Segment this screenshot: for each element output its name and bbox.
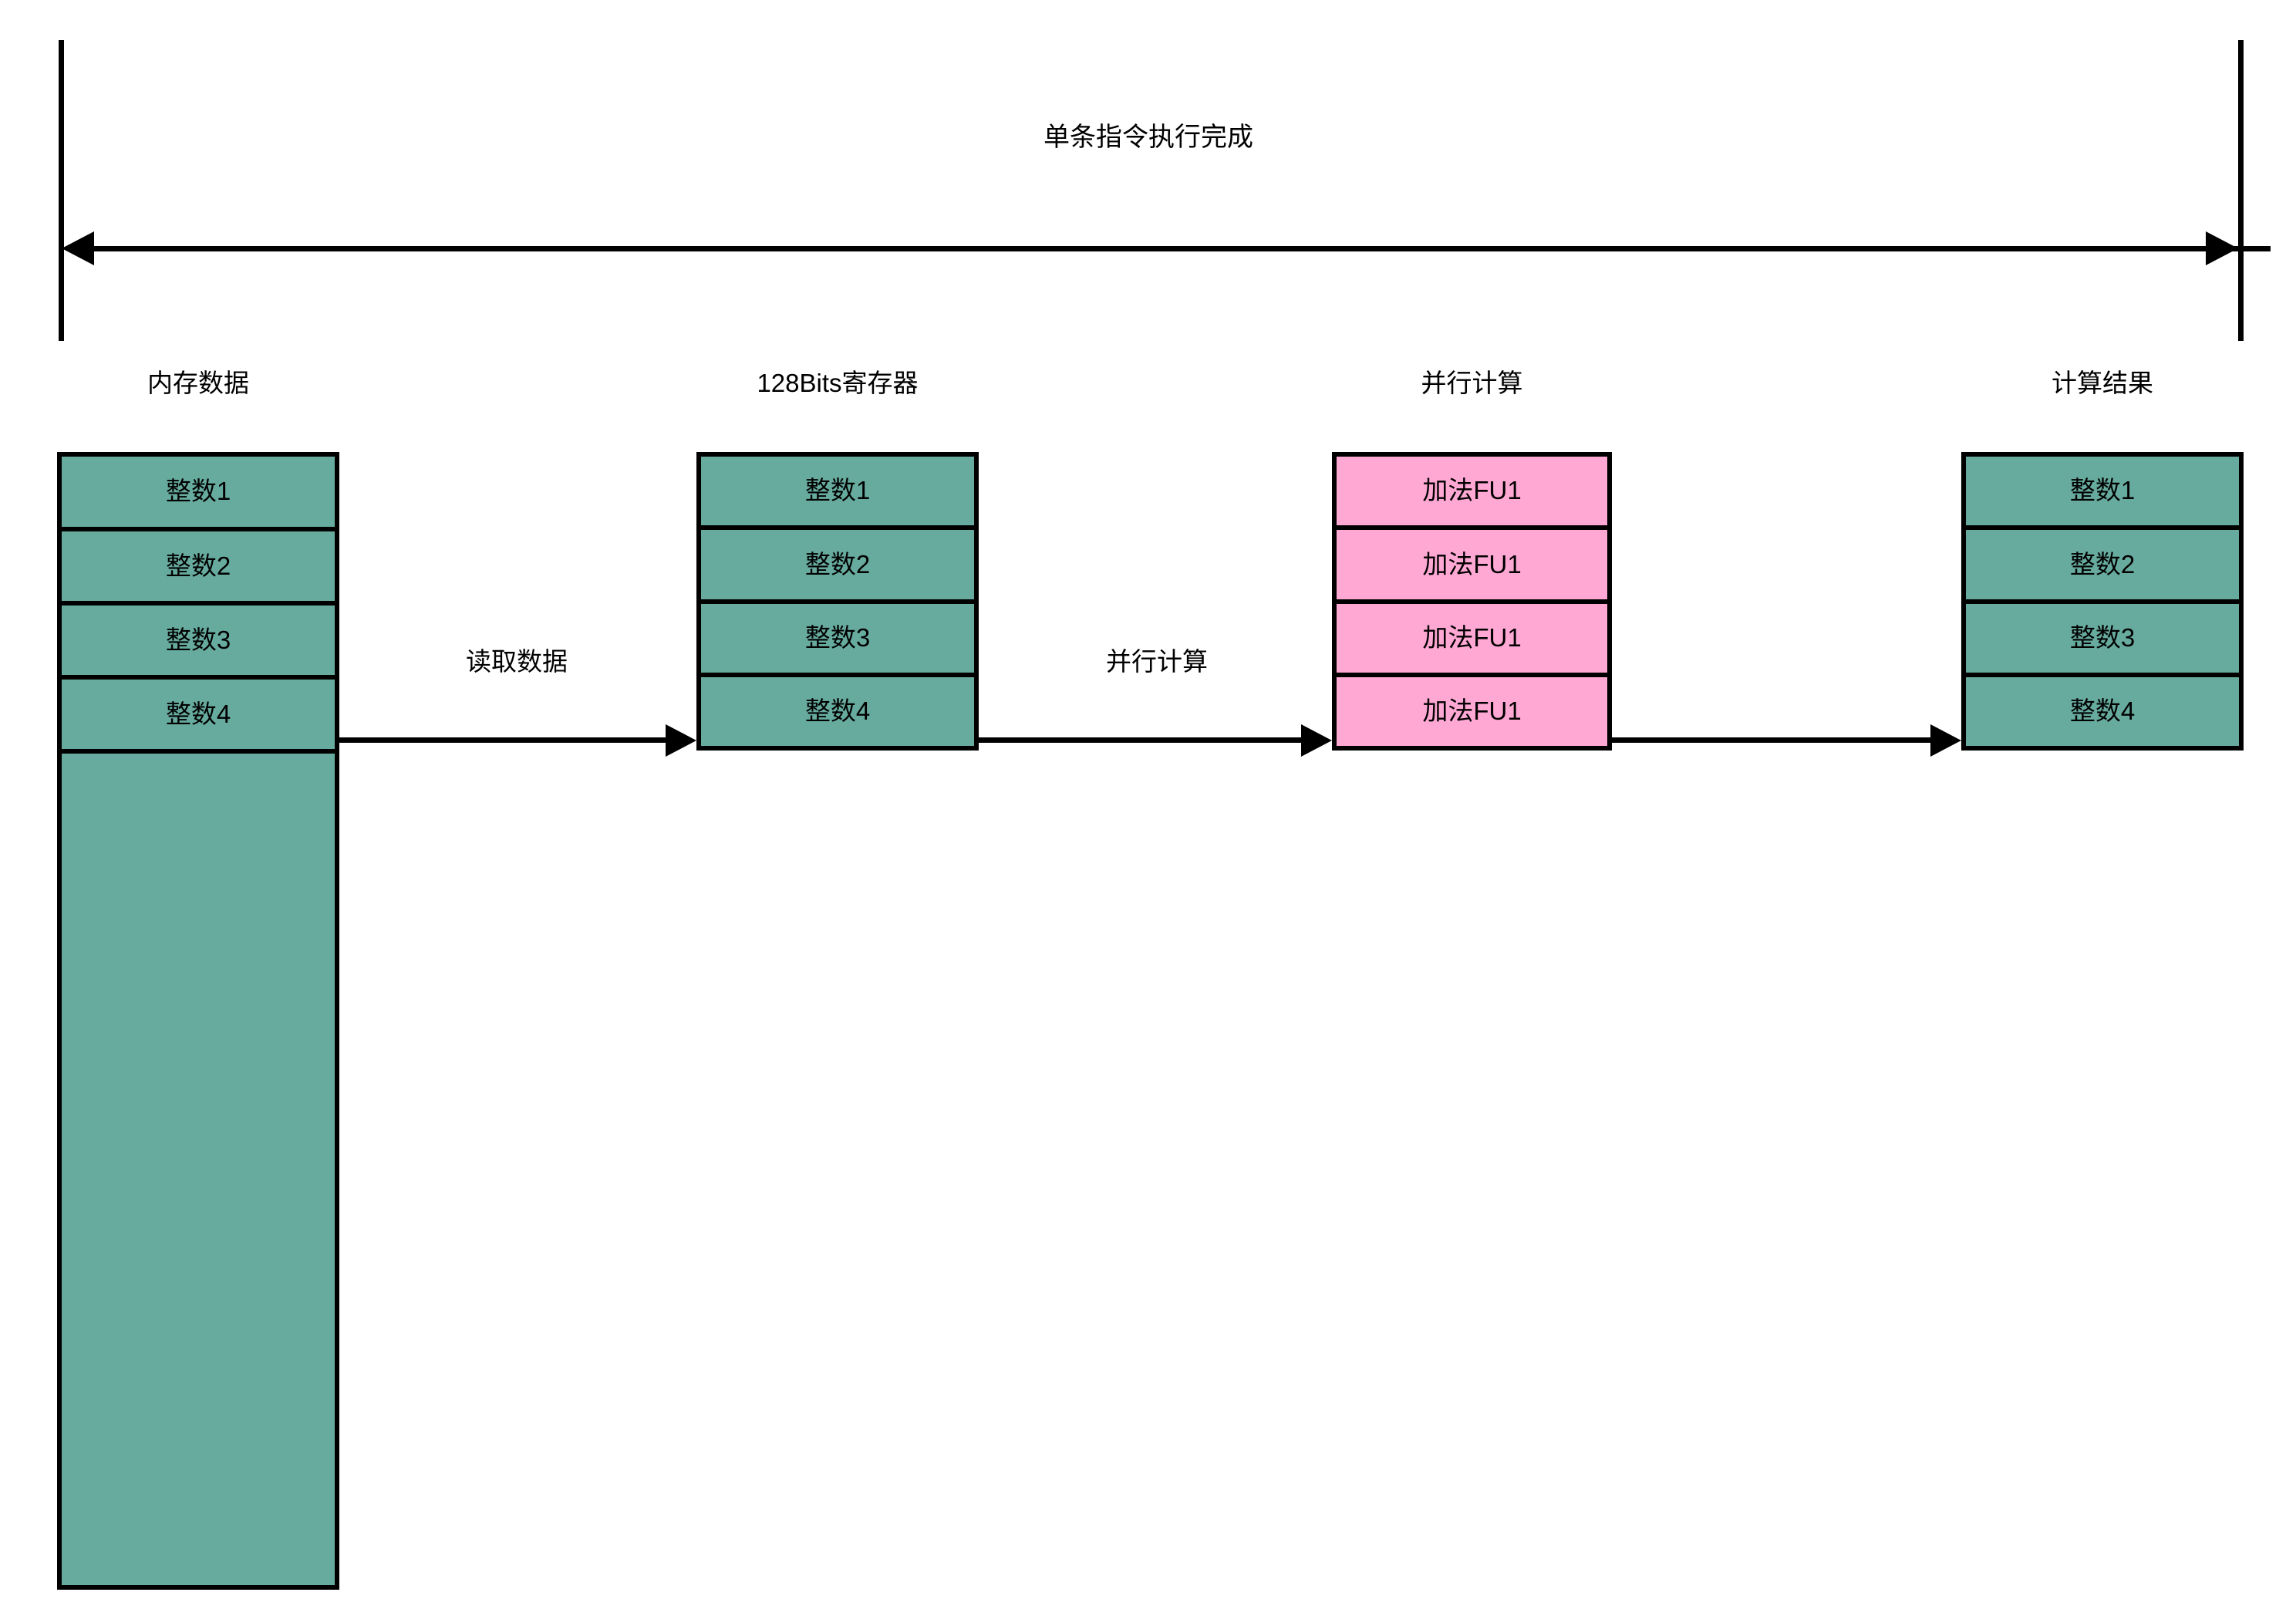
cell-memory-4[interactable]: 整数4 [62, 680, 335, 754]
cell-register-1[interactable]: 整数1 [701, 457, 974, 531]
flow-line-parallel-compute [979, 737, 1303, 743]
cell-fu-3[interactable]: 加法FU1 [1337, 603, 1607, 677]
timeline-left-arrowhead [62, 231, 94, 265]
stack-register-128bits: 整数1 整数2 整数3 整数4 [696, 452, 979, 751]
flow-arrowhead-parallel-compute [1301, 724, 1332, 757]
flow-line-result [1612, 737, 1932, 743]
cell-result-2[interactable]: 整数2 [1966, 530, 2239, 604]
cell-result-3[interactable]: 整数3 [1966, 603, 2239, 677]
flow-label-read-data: 读取数据 [466, 647, 568, 676]
flow-arrowhead-result [1930, 724, 1961, 757]
cell-result-4[interactable]: 整数4 [1966, 676, 2239, 746]
timeline-title: 单条指令执行完成 [1043, 123, 1253, 152]
timeline-right-post [2238, 40, 2244, 341]
timeline-span-line [91, 246, 2271, 251]
cell-register-3[interactable]: 整数3 [701, 603, 974, 677]
cell-result-1[interactable]: 整数1 [1966, 457, 2239, 531]
cell-fu-4[interactable]: 加法FU1 [1337, 676, 1607, 746]
flow-label-parallel-compute: 并行计算 [1106, 647, 1208, 676]
timeline-left-post [59, 40, 64, 341]
flow-line-read-data [339, 737, 667, 743]
cell-fu-2[interactable]: 加法FU1 [1337, 530, 1607, 604]
column-header-parallel-compute: 并行计算 [1421, 369, 1523, 397]
cell-memory-empty[interactable] [62, 754, 335, 1585]
timeline-right-arrowhead [2206, 231, 2238, 265]
column-header-compute-result: 计算结果 [2052, 369, 2153, 397]
column-header-register-128bits: 128Bits寄存器 [757, 369, 919, 397]
cell-register-2[interactable]: 整数2 [701, 530, 974, 604]
cell-fu-1[interactable]: 加法FU1 [1337, 457, 1607, 531]
flow-arrowhead-read-data [666, 724, 696, 757]
cell-memory-2[interactable]: 整数2 [62, 531, 335, 605]
cell-register-4[interactable]: 整数4 [701, 676, 974, 746]
stack-memory-data: 整数1 整数2 整数3 整数4 [57, 452, 339, 1590]
column-header-memory-data: 内存数据 [147, 369, 249, 397]
stack-compute-result: 整数1 整数2 整数3 整数4 [1961, 452, 2244, 751]
cell-memory-1[interactable]: 整数1 [62, 457, 335, 531]
cell-memory-3[interactable]: 整数3 [62, 605, 335, 680]
stack-parallel-compute: 加法FU1 加法FU1 加法FU1 加法FU1 [1332, 452, 1612, 751]
